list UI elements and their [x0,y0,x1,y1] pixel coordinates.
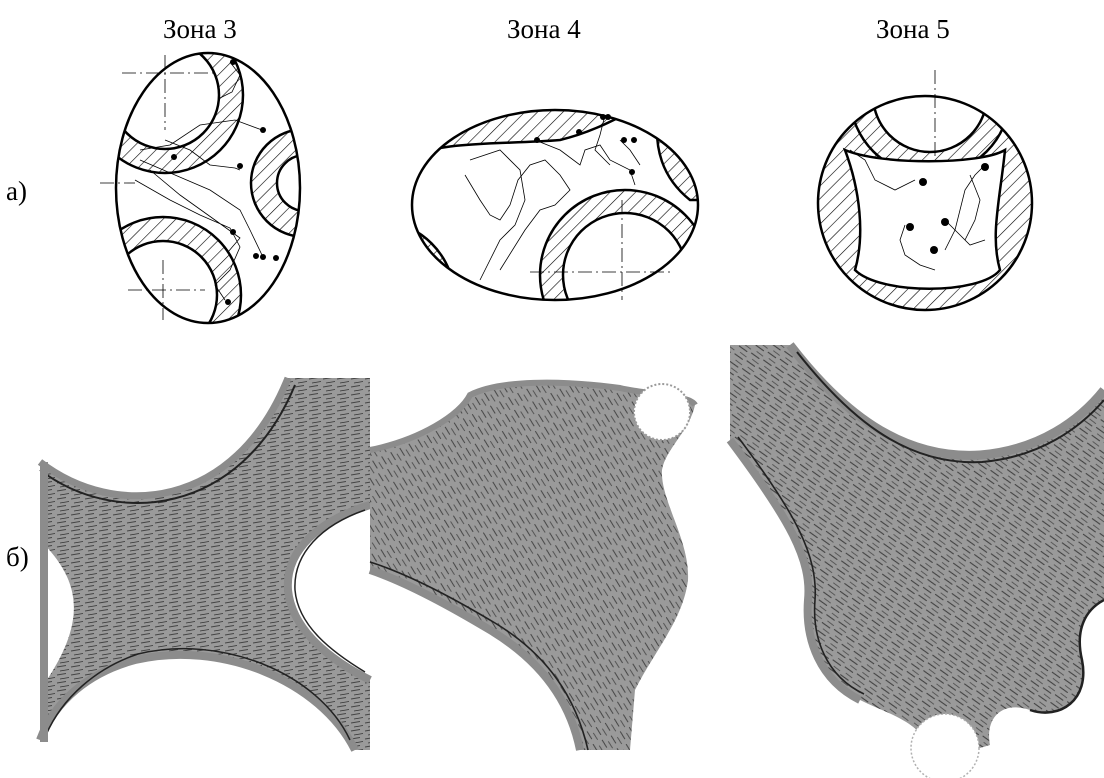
zone-5-flow-field [730,345,1104,778]
zone-4-schematic [295,60,710,380]
zone-3-flow-field [40,375,370,750]
zone-3-schematic [85,17,359,373]
zone-5-schematic [818,15,1032,310]
zone-4-flow-field [370,383,695,750]
